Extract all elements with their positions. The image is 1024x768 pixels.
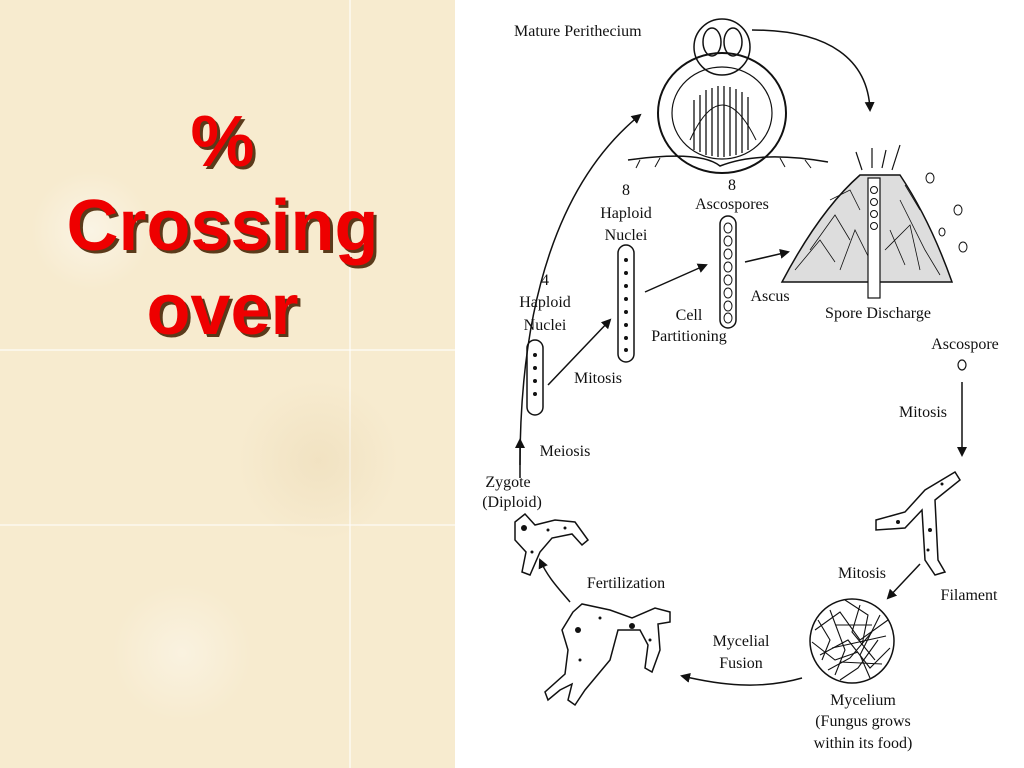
label-mitosis-upper: Mitosis: [574, 370, 622, 387]
label-8-ascospores-count: 8: [728, 177, 736, 194]
label-mature-perithecium: Mature Perithecium: [514, 23, 642, 40]
label-mycelial: Mycelial: [713, 633, 770, 650]
label-8-haploid-count: 8: [622, 182, 630, 199]
ascospore-ascus: [719, 215, 737, 329]
fungal-life-cycle-diagram: Mature Perithecium 8 Haploid Nuclei 8 As…: [455, 0, 1024, 768]
label-meiosis: Meiosis: [540, 443, 591, 460]
four-nuclei-ascus: [526, 339, 544, 416]
label-filament: Filament: [941, 587, 998, 604]
textured-background-panel: % Crossing over: [0, 0, 455, 768]
slide-title: % Crossing over: [20, 100, 425, 352]
zygote-drawing: [514, 512, 590, 576]
label-fusion: Fusion: [719, 655, 763, 672]
label-4-count: 4: [541, 272, 549, 289]
title-line-percent: %: [190, 102, 255, 182]
label-fungus-grows: (Fungus grows: [815, 713, 911, 730]
filament-drawing: [875, 470, 961, 576]
title-line-over: over: [146, 270, 299, 350]
label-8-haploid: Haploid: [600, 205, 652, 222]
eight-nuclei-ascus: [617, 244, 635, 363]
label-fertilization: Fertilization: [587, 575, 665, 592]
fertilization-hyphae-drawing: [544, 603, 671, 707]
label-zygote: Zygote: [485, 474, 530, 491]
label-8-nuclei: Nuclei: [605, 227, 648, 244]
label-partitioning: Partitioning: [651, 328, 727, 345]
label-ascospores: Ascospores: [695, 196, 769, 213]
mycelium-drawing: [809, 598, 895, 684]
label-mycelium: Mycelium: [830, 692, 896, 709]
label-cell: Cell: [676, 307, 703, 324]
label-spore-discharge: Spore Discharge: [825, 305, 931, 322]
label-4-nuclei: Nuclei: [524, 317, 567, 334]
single-ascospore: [957, 359, 967, 371]
spore-discharge-drawing: [780, 144, 968, 299]
label-ascus: Ascus: [750, 288, 789, 305]
label-diploid: (Diploid): [482, 494, 542, 511]
label-mitosis-right: Mitosis: [899, 404, 947, 421]
title-line-crossing: Crossing: [66, 186, 379, 266]
perithecium-drawing: [627, 18, 829, 174]
label-4-haploid: Haploid: [519, 294, 571, 311]
label-mitosis-lower: Mitosis: [838, 565, 886, 582]
label-within-food: within its food): [814, 735, 913, 752]
label-ascospore: Ascospore: [931, 336, 999, 353]
cycle-arrows: [515, 29, 967, 686]
